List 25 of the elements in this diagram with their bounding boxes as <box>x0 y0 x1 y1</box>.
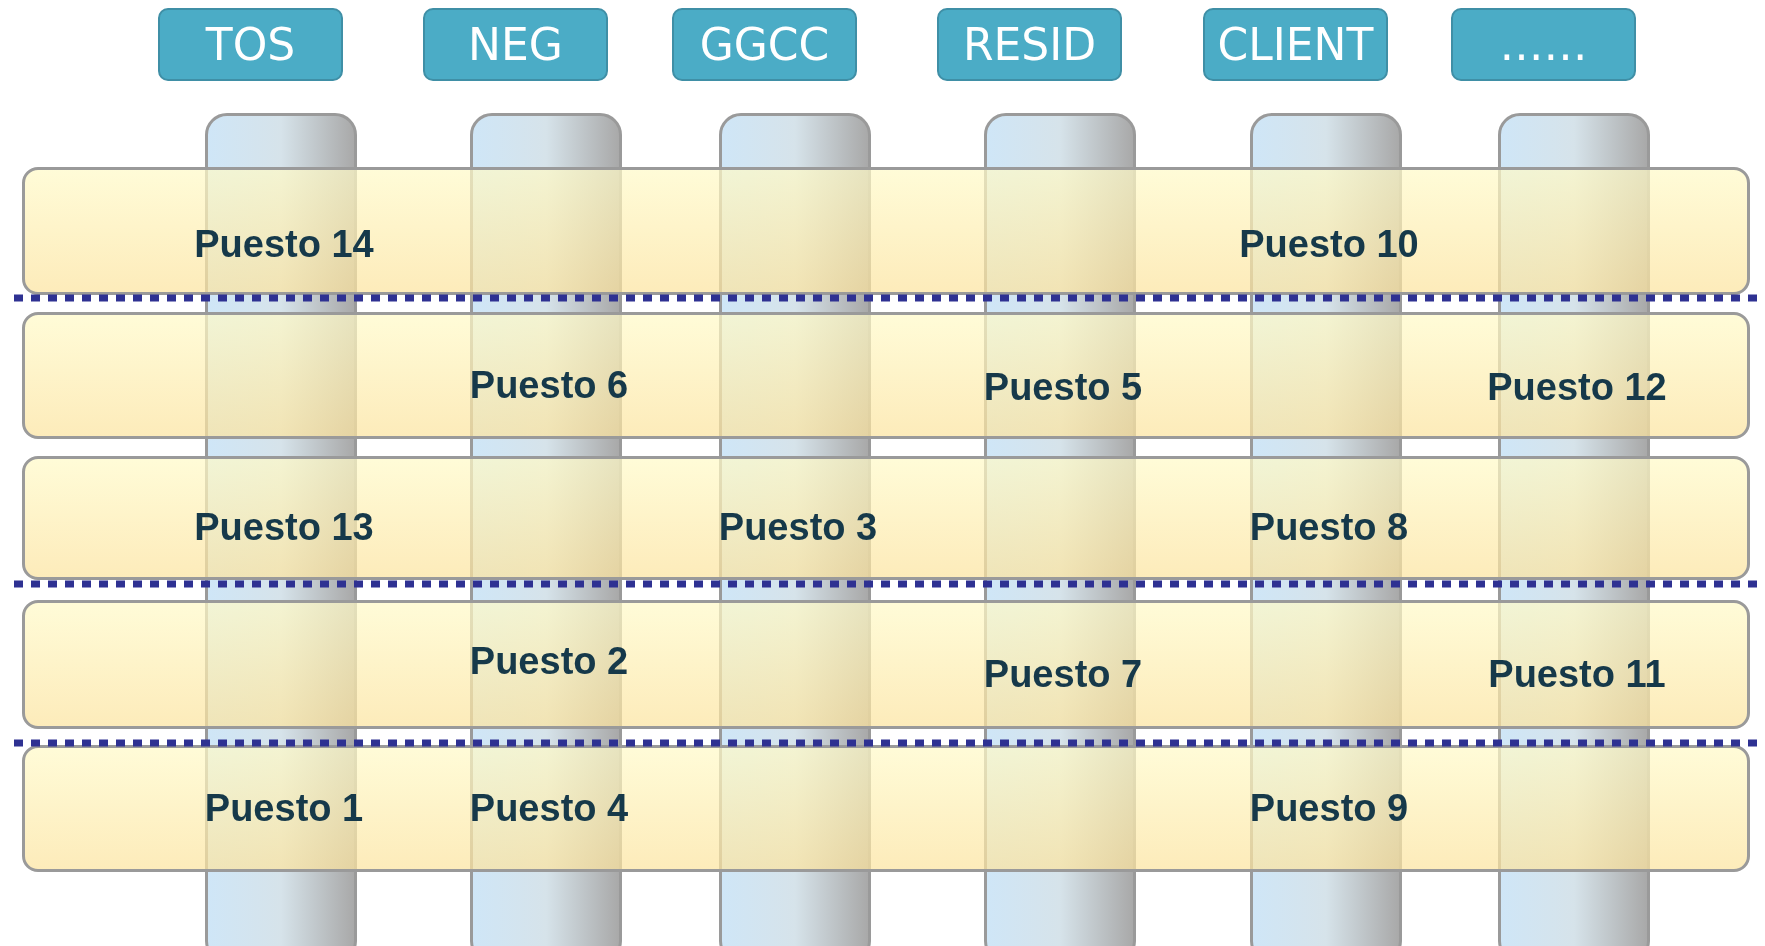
column-header: TOS <box>158 8 343 81</box>
position-label: Puesto 10 <box>1239 222 1419 266</box>
position-label: Puesto 7 <box>983 652 1143 696</box>
position-label: Puesto 3 <box>718 505 878 549</box>
column-header: GGCC <box>672 8 857 81</box>
column-header: RESID <box>937 8 1122 81</box>
position-label: Puesto 14 <box>194 222 374 266</box>
position-label: Puesto 5 <box>983 365 1143 409</box>
position-label: Puesto 11 <box>1488 652 1666 696</box>
position-label: Puesto 12 <box>1487 365 1667 409</box>
position-label: Puesto 4 <box>469 786 629 830</box>
row-band <box>22 600 1750 729</box>
column-header: CLIENT <box>1203 8 1388 81</box>
row-band <box>22 312 1750 439</box>
row-band <box>22 167 1750 295</box>
row-band <box>22 456 1750 580</box>
position-label: Puesto 13 <box>194 505 374 549</box>
column-header: …… <box>1451 8 1636 81</box>
column-header: NEG <box>423 8 608 81</box>
position-label: Puesto 8 <box>1249 505 1409 549</box>
position-label: Puesto 1 <box>204 786 364 830</box>
row-band <box>22 745 1750 872</box>
position-label: Puesto 2 <box>469 639 629 683</box>
position-label: Puesto 9 <box>1249 786 1409 830</box>
position-label: Puesto 6 <box>469 363 629 407</box>
